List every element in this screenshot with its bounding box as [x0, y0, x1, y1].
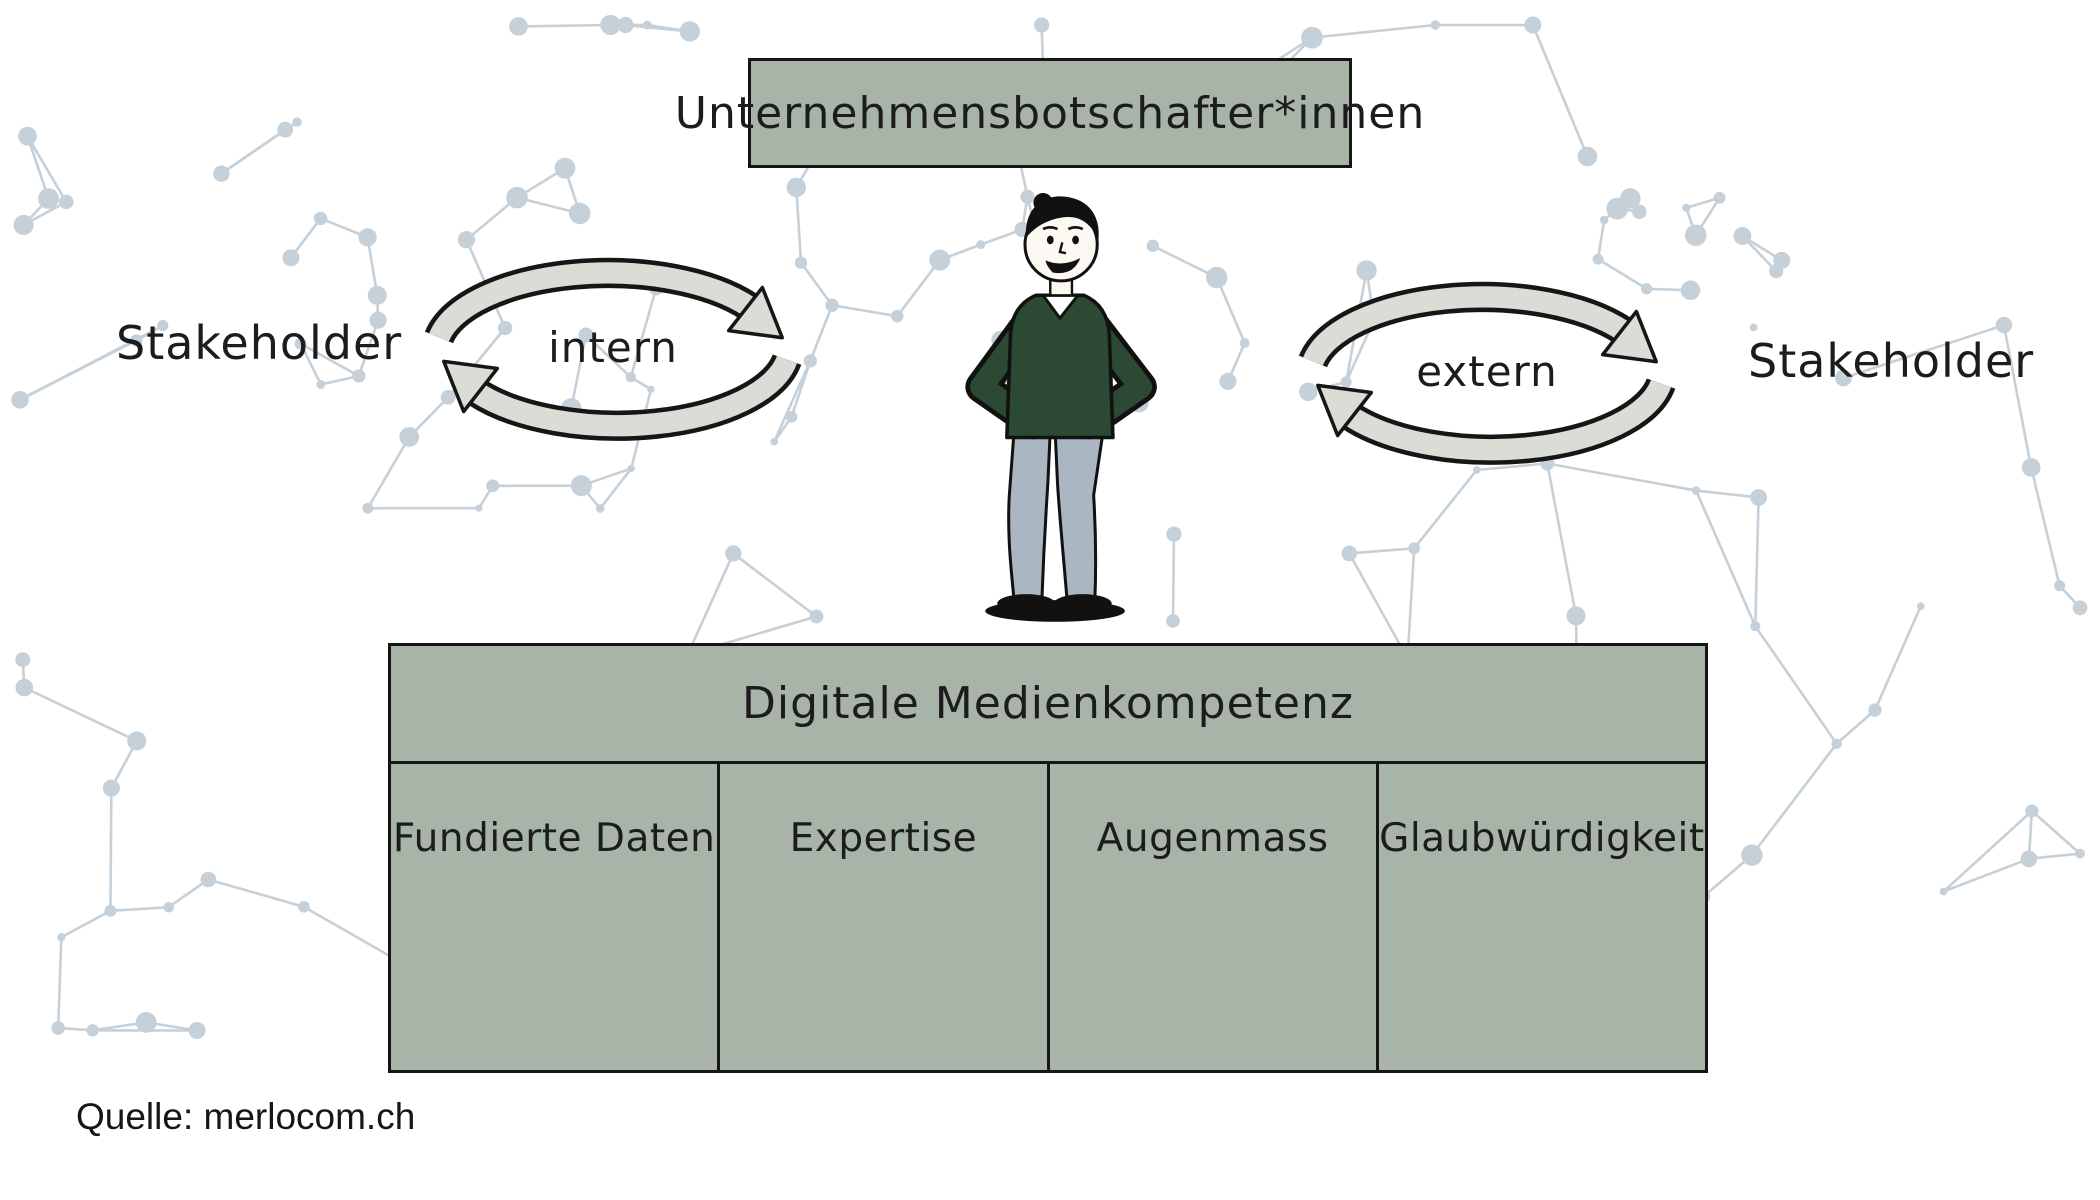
figure-shoes	[997, 594, 1112, 614]
extern-cycle: extern	[1272, 242, 1702, 500]
platform-column-expertise: Expertise	[717, 764, 1046, 1070]
figure-pants	[1007, 428, 1106, 603]
platform-header: Digitale Medienkompetenz	[391, 646, 1705, 764]
left-stakeholder-label: Stakeholder	[116, 316, 403, 370]
platform-column-fundierte-daten: Fundierte Daten	[392, 816, 716, 861]
intern-cycle-arrows-icon	[424, 257, 802, 441]
title-banner: Unternehmensbotschafter*innen	[675, 58, 1424, 168]
source-credit: Quelle: merlocom.ch	[76, 1096, 416, 1137]
arrow-head-right-icon	[1600, 309, 1658, 364]
figure-sweater	[1005, 293, 1115, 440]
arrow-head-right-icon	[726, 285, 784, 340]
arrow-head-left-icon	[1316, 383, 1374, 438]
intern-cycle: intern	[398, 218, 828, 476]
arrow-head-left-icon	[442, 359, 500, 414]
title-banner-label: Unternehmensbotschafter*innen	[674, 87, 1426, 139]
right-stakeholder-label: Stakeholder	[1748, 334, 2035, 388]
platform-column-augenmass: Augenmass	[1046, 764, 1376, 1070]
platform-columns: Fundierte Daten Expertise Augenmass Glau…	[391, 764, 1705, 1070]
ambassador-figure	[965, 192, 1157, 622]
competence-platform: Digitale Medienkompetenz Fundierte Daten…	[388, 643, 1708, 1073]
platform-column-glaubwuerdigkeit: Glaubwürdigkeit	[1375, 764, 1705, 1070]
extern-cycle-arrows-icon	[1298, 281, 1676, 465]
figure-head	[1023, 192, 1099, 283]
